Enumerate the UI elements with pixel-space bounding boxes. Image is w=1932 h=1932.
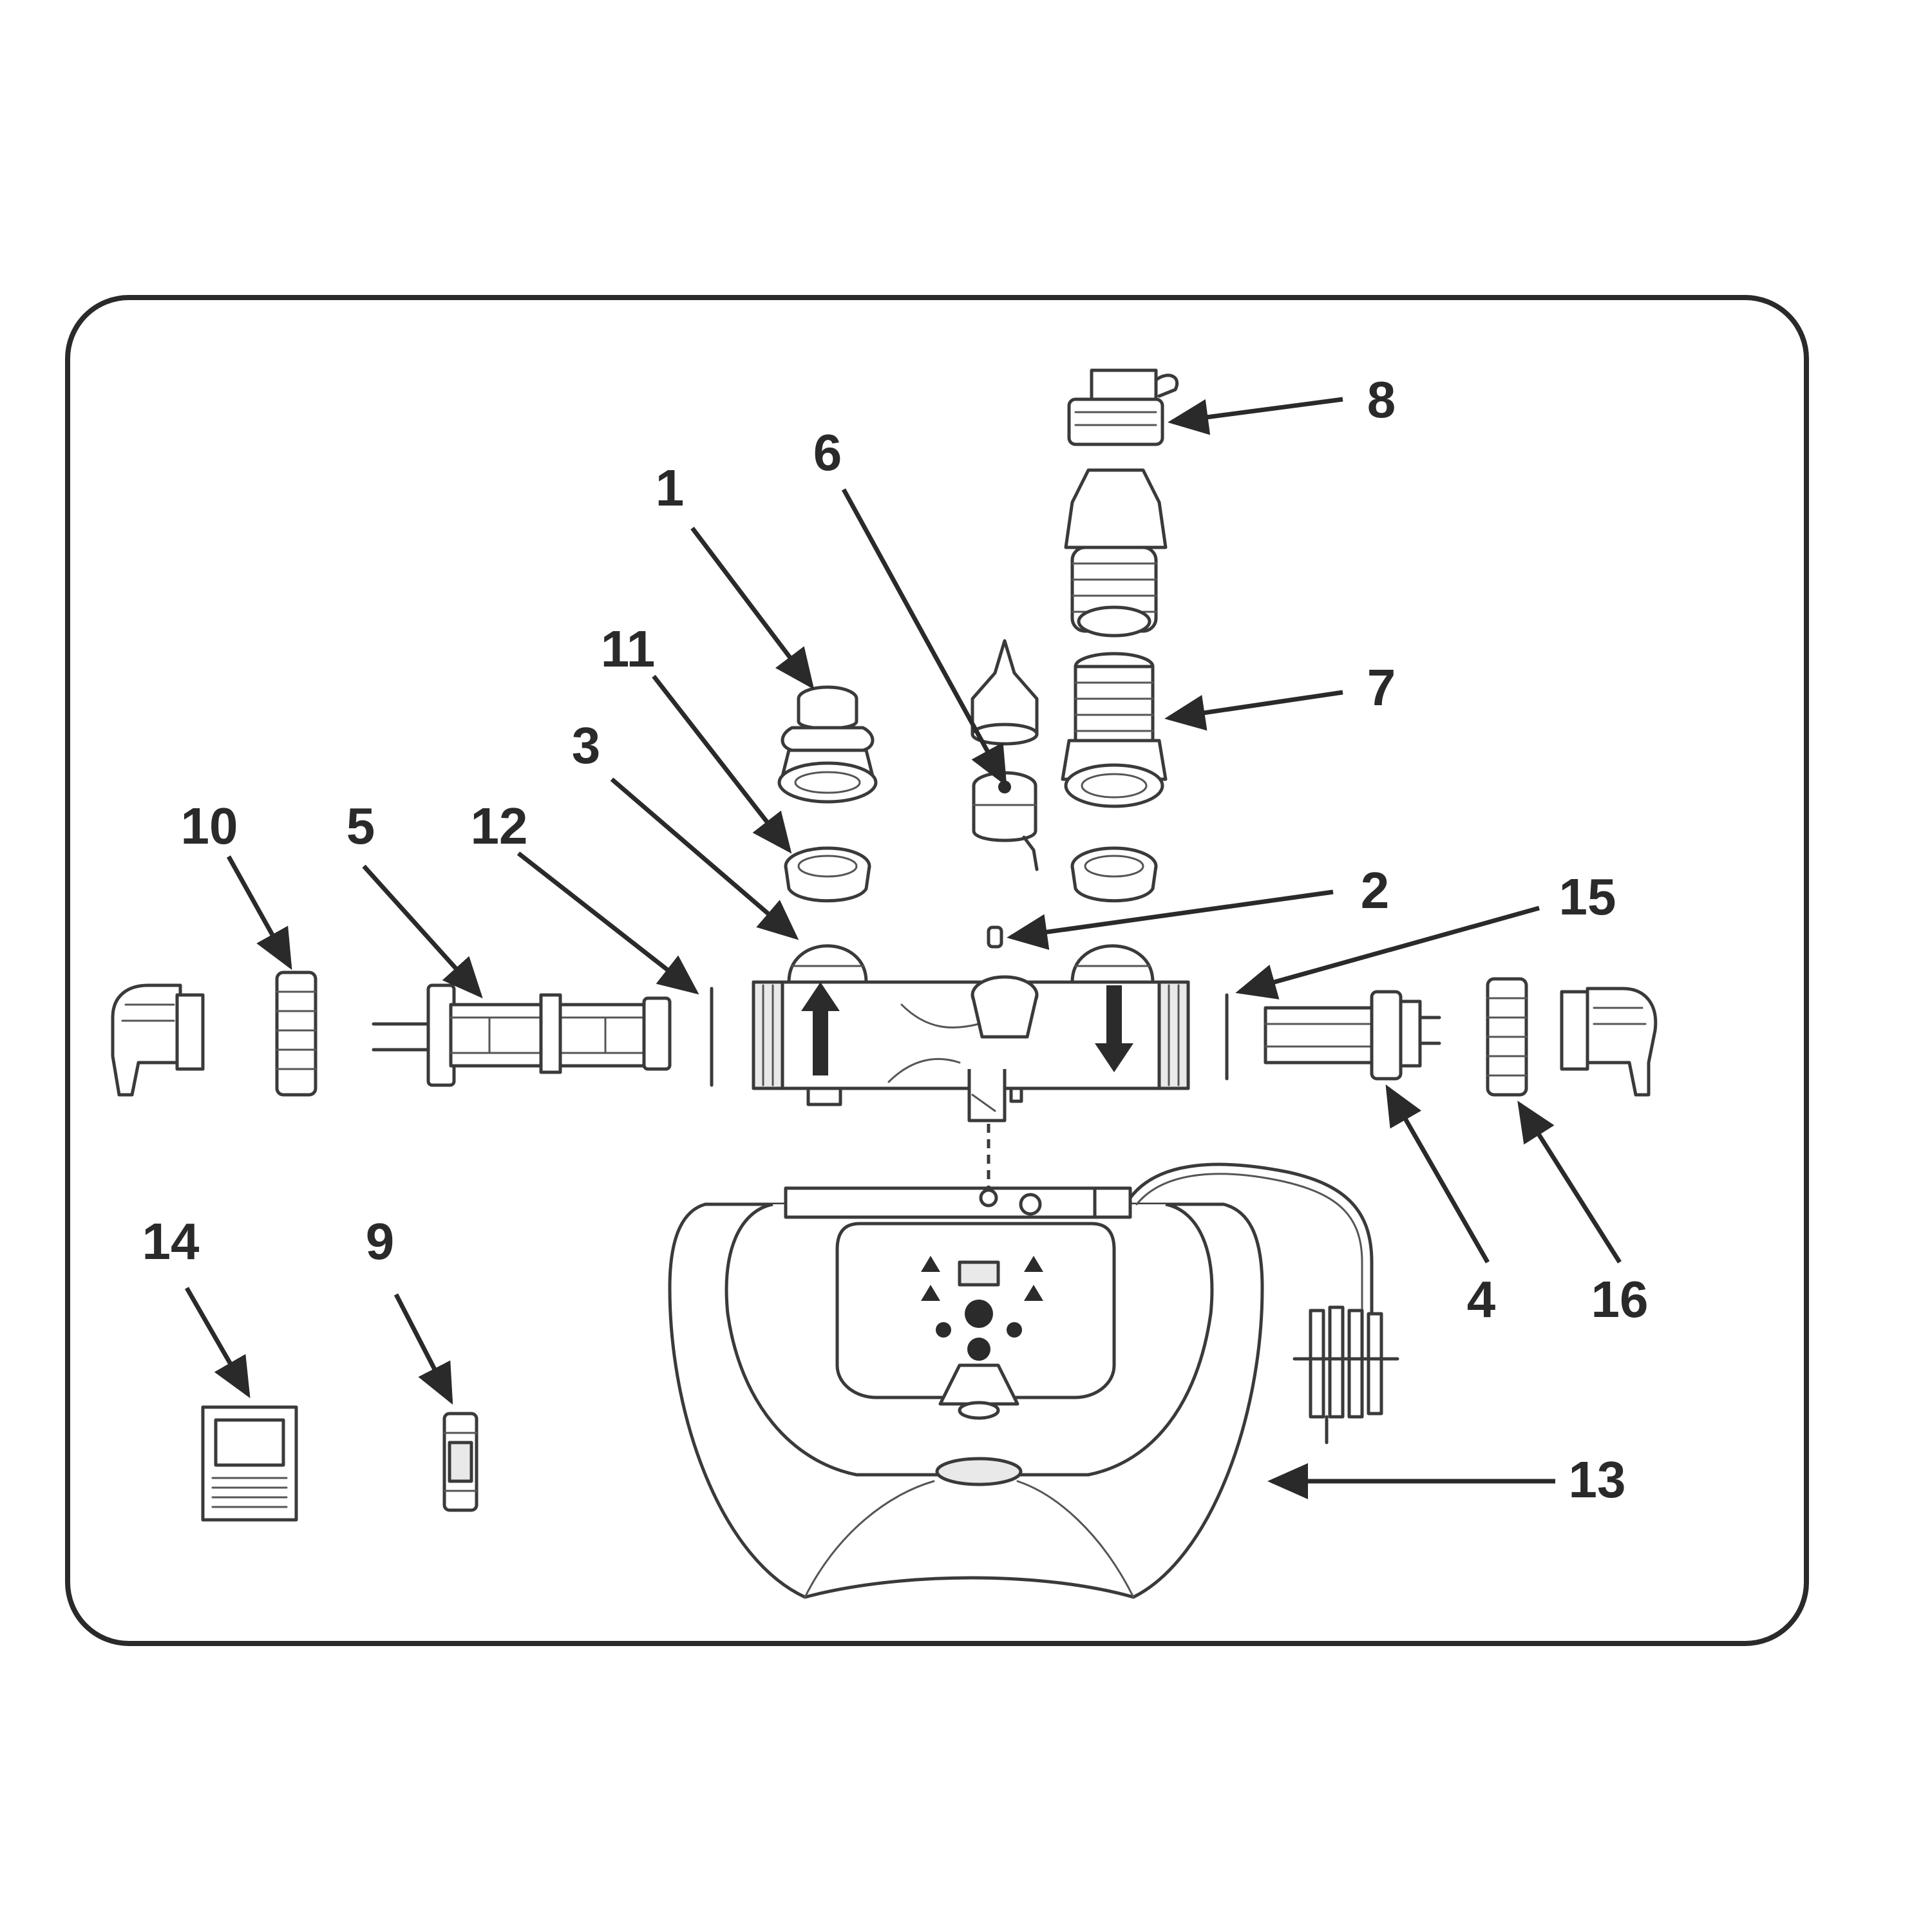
label-part-2: 2 xyxy=(1361,862,1390,919)
arrow-1 xyxy=(690,526,815,690)
part-14-drawing xyxy=(201,1405,298,1522)
part-11-drawing xyxy=(784,846,1158,903)
label-part-10: 10 xyxy=(181,797,238,855)
callout-labels: 8 6 1 11 7 3 10 5 12 2 15 14 9 4 16 13 xyxy=(142,371,1649,1508)
arrow-15 xyxy=(1235,905,1540,999)
part-7-drawing xyxy=(1061,652,1168,808)
part-10-drawing xyxy=(275,971,317,1097)
part-4-drawing xyxy=(1264,990,1441,1081)
arrow-14 xyxy=(184,1287,251,1399)
arrow-16 xyxy=(1517,1101,1622,1264)
part-5-drawing xyxy=(372,983,672,1087)
part-8-drawing xyxy=(1067,368,1179,446)
upper-union-drawing xyxy=(1064,468,1168,638)
arrow-6 xyxy=(841,488,1007,787)
label-part-1: 1 xyxy=(656,459,685,516)
arrow-5 xyxy=(362,864,483,999)
part-16-drawing xyxy=(1486,977,1528,1097)
part-1-drawing xyxy=(777,685,878,804)
label-part-16: 16 xyxy=(1591,1271,1649,1328)
label-part-4: 4 xyxy=(1467,1271,1496,1328)
label-part-12: 12 xyxy=(471,797,528,855)
label-part-3: 3 xyxy=(572,717,601,774)
label-part-15: 15 xyxy=(1559,868,1616,925)
arrow-9 xyxy=(393,1293,453,1405)
arrow-3 xyxy=(610,777,799,940)
arrow-8 xyxy=(1168,397,1343,435)
arrow-7 xyxy=(1164,690,1343,731)
arrow-4 xyxy=(1385,1084,1490,1264)
arrow-2 xyxy=(1007,889,1334,950)
label-part-13: 13 xyxy=(1569,1451,1626,1508)
part-3-drawing xyxy=(752,944,1190,1122)
label-part-8: 8 xyxy=(1367,371,1396,428)
arrow-10 xyxy=(226,855,292,971)
diagram-frame xyxy=(65,295,1809,1646)
part-6-drawing xyxy=(971,639,1039,871)
label-part-7: 7 xyxy=(1367,659,1396,716)
leader-arrows xyxy=(184,397,1622,1499)
part-13-drawing xyxy=(668,1162,1399,1599)
label-part-9: 9 xyxy=(366,1213,395,1270)
left-end-fitting-drawing xyxy=(111,983,205,1097)
label-part-5: 5 xyxy=(346,797,375,855)
label-part-14: 14 xyxy=(142,1213,200,1270)
right-end-fitting-drawing xyxy=(1560,987,1658,1097)
label-part-11: 11 xyxy=(601,620,656,677)
part-2-drawing xyxy=(987,925,1003,949)
arrow-11 xyxy=(652,674,792,854)
part-9-drawing xyxy=(442,1412,478,1512)
label-part-6: 6 xyxy=(813,424,842,481)
arrow-12 xyxy=(516,851,699,995)
